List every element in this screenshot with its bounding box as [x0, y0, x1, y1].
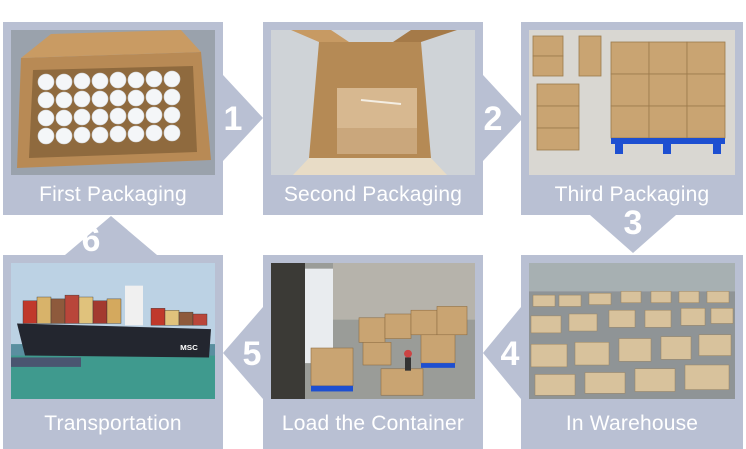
load-the-container-photo: [271, 263, 475, 399]
third-packaging-photo: [529, 30, 735, 175]
arrow-left-icon: [483, 307, 521, 399]
step-card-second-packaging: Second Packaging: [263, 22, 483, 215]
first-packaging-photo: [11, 30, 215, 175]
step-card-third-packaging: Third Packaging: [521, 22, 743, 215]
step-number: 5: [242, 335, 262, 373]
step-number: 3: [623, 204, 643, 242]
step-number: 4: [500, 335, 520, 373]
arrow-right-icon: [223, 75, 263, 161]
arrow-right-icon: [483, 75, 523, 161]
step-label: Load the Container: [281, 412, 465, 435]
step-number: 2: [483, 100, 503, 138]
step-label: Transportation: [44, 412, 182, 435]
step-card-transportation: MSC Transportation: [3, 255, 223, 449]
in-warehouse-photo: [529, 263, 735, 399]
step-card-load-the-container: Load the Container: [263, 255, 483, 449]
step-label: Third Packaging: [554, 183, 710, 206]
step-label: In Warehouse: [565, 412, 699, 435]
transportation-photo: MSC: [11, 263, 215, 399]
ship-marking: MSC: [180, 343, 198, 352]
step-card-first-packaging: First Packaging: [3, 22, 223, 215]
step-number: 1: [223, 100, 243, 138]
second-packaging-photo: [271, 30, 475, 175]
arrow-down-icon: [590, 215, 676, 253]
step-card-in-warehouse: In Warehouse: [521, 255, 743, 449]
step-number: 6: [81, 221, 101, 259]
step-label: Second Packaging: [283, 183, 463, 206]
arrow-up-icon: [65, 216, 157, 255]
arrow-left-icon: [223, 307, 263, 399]
step-label: First Packaging: [39, 183, 187, 206]
